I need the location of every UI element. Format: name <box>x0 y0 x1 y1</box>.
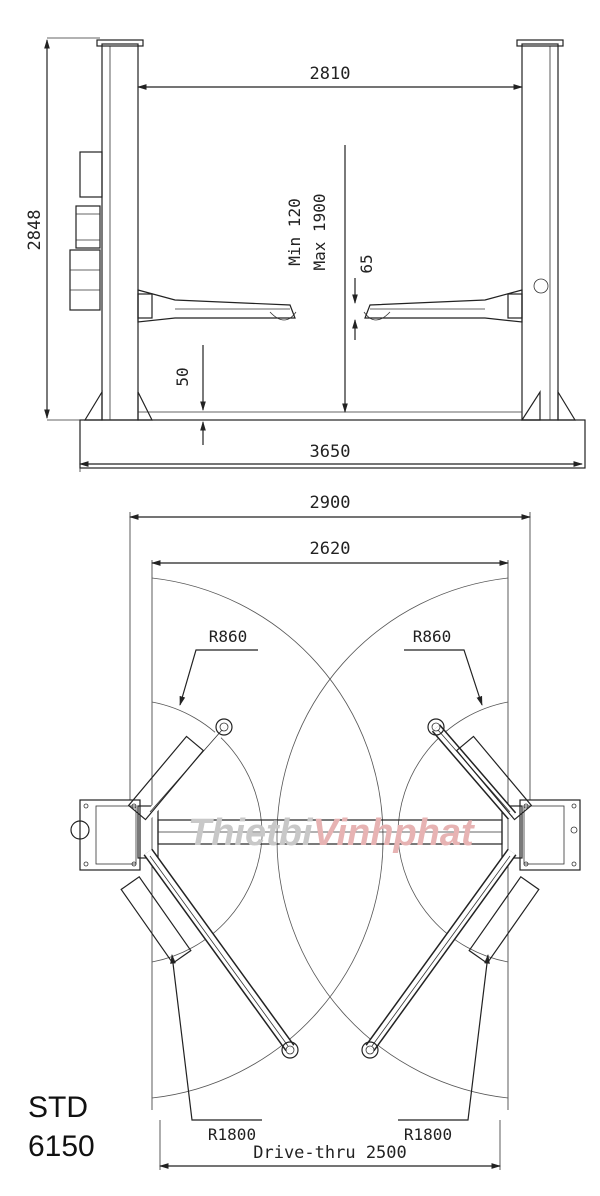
motor-icon <box>70 820 90 840</box>
arm-right-lower <box>361 848 540 1059</box>
swing-arc-right-long <box>276 577 509 1099</box>
watermark-part1: Thietbi <box>188 812 314 854</box>
arm-left-upper <box>127 718 233 821</box>
left-post <box>69 39 153 421</box>
right-post-base <box>519 799 581 871</box>
radius-label-left-long: R1800 <box>208 1125 256 1144</box>
pump-unit <box>75 205 101 249</box>
top-view: 2900 2620 <box>70 493 581 1170</box>
dim-outer-width: 2900 <box>310 493 351 513</box>
base-plate <box>79 419 586 469</box>
dim-base-clearance: 50 <box>173 367 192 386</box>
oil-tank <box>69 249 101 311</box>
left-post-base <box>70 799 141 871</box>
dim-drive-thru: Drive-thru 2500 <box>253 1143 407 1163</box>
right-lift-arm <box>363 289 523 323</box>
dim-overall-width: 3650 <box>310 442 351 462</box>
right-post <box>516 39 577 421</box>
dim-inner-width: 2620 <box>310 539 351 559</box>
dim-total-height: 2848 <box>25 210 45 251</box>
radius-label-right-long: R1800 <box>404 1125 452 1144</box>
dim-arm-pad: 65 <box>357 254 376 273</box>
dim-lift-max: Max 1900 <box>310 193 329 270</box>
side-view: 2810 2848 Min 120 Max 1900 65 50 3650 <box>25 37 586 472</box>
watermark: ThietbiVinhphat <box>188 812 475 854</box>
watermark-part2: Vinhphat <box>313 812 475 854</box>
swing-arc-left-long <box>151 577 384 1099</box>
arm-right-upper <box>427 718 533 821</box>
model-label-line2: 6150 <box>28 1130 95 1163</box>
arm-left-lower <box>120 848 299 1059</box>
radius-label-left-short: R860 <box>209 627 248 646</box>
release-knob <box>533 278 549 294</box>
dim-lift-min: Min 120 <box>285 198 304 265</box>
dim-post-spacing: 2810 <box>310 64 351 84</box>
motor-housing <box>79 151 103 198</box>
left-lift-arm <box>137 289 297 323</box>
radius-label-right-short: R860 <box>413 627 452 646</box>
model-label-line1: STD <box>28 1091 88 1124</box>
